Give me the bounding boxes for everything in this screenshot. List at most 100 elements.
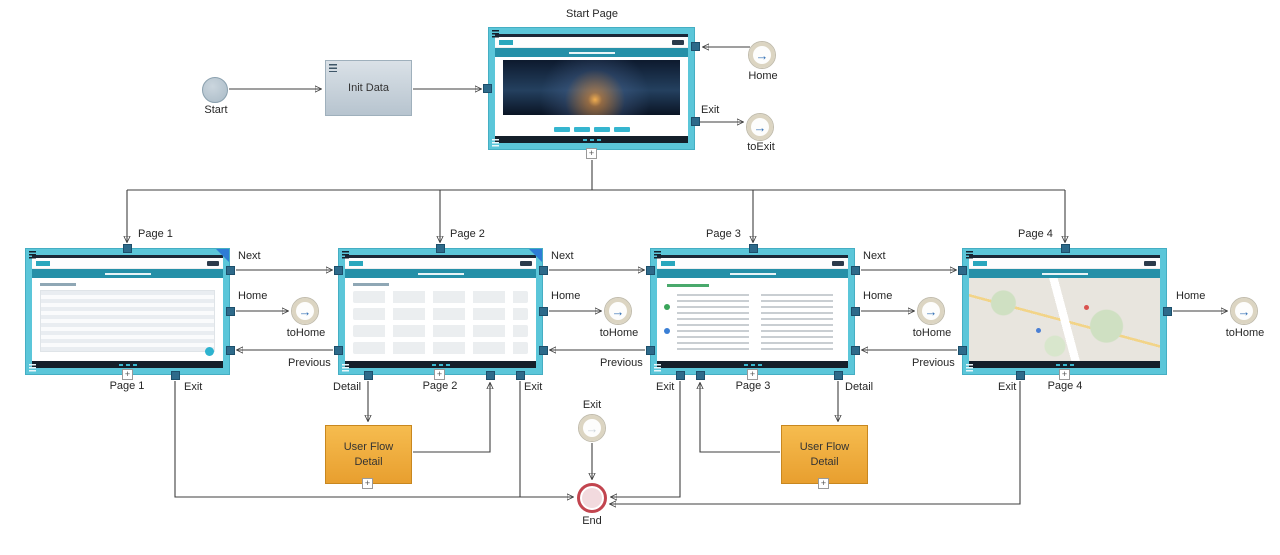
- toexit-transition-icon[interactable]: →: [746, 113, 774, 141]
- article-title-placeholder: [667, 284, 709, 287]
- site-logo: [499, 39, 513, 45]
- expand-button[interactable]: +: [1059, 369, 1070, 380]
- page-titlebar: [32, 269, 223, 278]
- next2-label: Next: [551, 250, 574, 262]
- expand-button[interactable]: +: [747, 369, 758, 380]
- exit-node-label: Exit: [582, 399, 602, 411]
- nav-button: [520, 260, 532, 266]
- article-body: [657, 278, 848, 361]
- tohome1-transition-icon[interactable]: →: [291, 297, 319, 325]
- detail2-label: Detail: [333, 381, 362, 393]
- table-body: [32, 278, 223, 361]
- grid-icon: [492, 30, 499, 38]
- page-footer: [345, 361, 536, 368]
- site-logo: [349, 260, 363, 266]
- tohome4-transition-icon[interactable]: →: [1230, 297, 1258, 325]
- previous1-label: Previous: [288, 357, 331, 369]
- home2-label: Home: [551, 290, 581, 302]
- user-flow-detail-node-left[interactable]: User Flow Detail: [325, 425, 412, 484]
- port-page2-in: [436, 244, 445, 253]
- expand-button[interactable]: +: [122, 369, 133, 380]
- card-row: [353, 308, 528, 320]
- arrow-icon: →: [755, 47, 769, 63]
- page-titlebar: [969, 269, 1160, 278]
- page1-caption: Page 1: [109, 380, 145, 392]
- port-page2-next-in: [334, 266, 343, 275]
- page4-preview: [969, 255, 1160, 368]
- port-page3-in: [749, 244, 758, 253]
- detail3-label: Detail: [845, 381, 874, 393]
- card-row: [353, 325, 528, 337]
- map-pin-red: [1083, 304, 1089, 310]
- tohome2-transition-icon[interactable]: →: [604, 297, 632, 325]
- start-page-preview: [495, 34, 688, 143]
- arrow-icon: →: [611, 303, 625, 319]
- page4-caption: Page 4: [1047, 380, 1083, 392]
- next3-label: Next: [863, 250, 886, 262]
- arrow-icon: →: [753, 119, 767, 135]
- port-page3-previous-out: [646, 346, 655, 355]
- page4-node[interactable]: [962, 248, 1167, 375]
- marker-flag-icon: [216, 249, 229, 262]
- port-page1-exit: [171, 371, 180, 380]
- port-page3-exit: [676, 371, 685, 380]
- page-footer: [495, 136, 688, 143]
- port-startpage-exit: [691, 117, 700, 126]
- port-page2-next: [539, 266, 548, 275]
- expand-button[interactable]: +: [362, 478, 373, 489]
- tohome3-transition-icon[interactable]: →: [917, 297, 945, 325]
- tohome2-label: toHome: [599, 327, 639, 339]
- menu-icon: [966, 364, 973, 372]
- port-page2-previous-in: [539, 346, 548, 355]
- browser-bar: [32, 255, 223, 258]
- article-column: [761, 294, 833, 354]
- browser-bar: [345, 255, 536, 258]
- data-table: [40, 290, 215, 352]
- start-page-title: Start Page: [566, 8, 618, 20]
- page1-title: Page 1: [138, 228, 173, 240]
- port-page4-previous-out: [958, 346, 967, 355]
- expand-button[interactable]: +: [434, 369, 445, 380]
- browser-bar: [969, 255, 1160, 258]
- site-logo: [661, 260, 675, 266]
- start-page-node[interactable]: [488, 27, 695, 150]
- edge-detail-return-2: [413, 383, 490, 453]
- section-title-placeholder: [353, 283, 389, 286]
- expand-button[interactable]: +: [818, 478, 829, 489]
- end-node[interactable]: [577, 483, 607, 513]
- arrow-icon: →: [1237, 303, 1251, 319]
- menu-icon: [654, 364, 661, 372]
- start-node[interactable]: [202, 77, 228, 103]
- expand-button[interactable]: +: [586, 148, 597, 159]
- exit-transition-icon[interactable]: →: [578, 414, 606, 442]
- home3-label: Home: [863, 290, 893, 302]
- site-nav: [345, 258, 536, 269]
- page1-preview: [32, 255, 223, 368]
- page-titlebar: [657, 269, 848, 278]
- hero-body: [495, 57, 688, 136]
- edge-branch-trunk: [127, 160, 1065, 191]
- previous2-label: Previous: [600, 357, 643, 369]
- detail-box-line1: User Flow: [343, 440, 394, 453]
- next1-label: Next: [238, 250, 261, 262]
- map-area: [969, 278, 1160, 361]
- page3-node[interactable]: [650, 248, 855, 375]
- page-footer: [657, 361, 848, 368]
- home-transition-icon[interactable]: →: [748, 41, 776, 69]
- port-page2-detail: [364, 371, 373, 380]
- user-flow-detail-node-right[interactable]: User Flow Detail: [781, 425, 868, 484]
- page1-node[interactable]: [25, 248, 230, 375]
- cards-body: [345, 278, 536, 361]
- page2-caption: Page 2: [422, 380, 458, 392]
- port-page2-exit: [516, 371, 525, 380]
- edge-detail-return-3: [700, 383, 780, 453]
- exit1-label: Exit: [184, 381, 203, 393]
- nav-button: [832, 260, 844, 266]
- port-page1-next: [226, 266, 235, 275]
- init-data-label: Init Data: [348, 81, 389, 94]
- port-page3-previous-in: [851, 346, 860, 355]
- page2-node[interactable]: [338, 248, 543, 375]
- init-data-node[interactable]: Init Data: [325, 60, 412, 116]
- page2-title: Page 2: [450, 228, 485, 240]
- detail-box-line2: Detail: [810, 455, 839, 468]
